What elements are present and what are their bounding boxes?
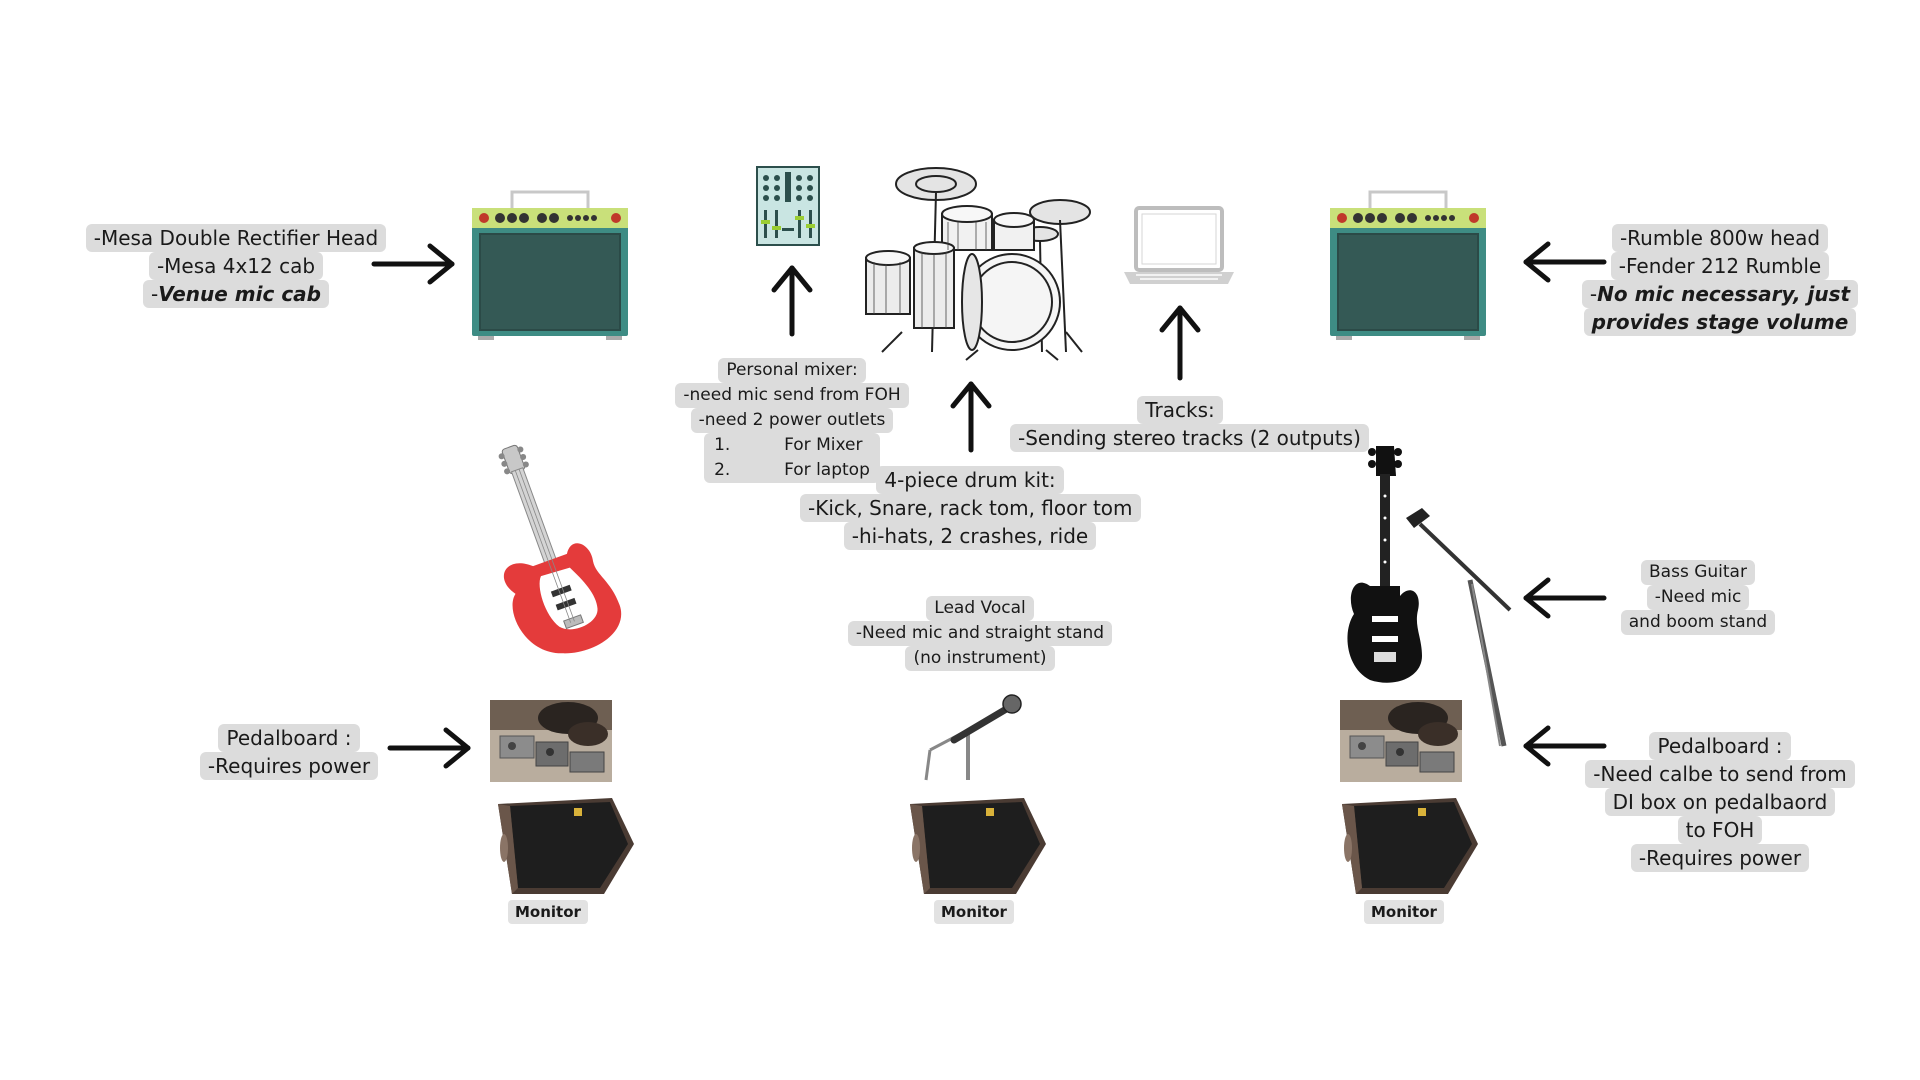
personal-mixer-line-2: -need 2 power outlets — [690, 408, 894, 433]
pedalboard-left-line-1: -Requires power — [199, 752, 379, 780]
bass-guitar-title: Bass Guitar — [1641, 560, 1755, 585]
bass-amp-note-1: No mic necessary, just — [1597, 282, 1851, 306]
tracks-label: Tracks: -Sending stereo tracks (2 output… — [1010, 396, 1369, 452]
tracks-title: Tracks: — [1137, 396, 1223, 424]
bass-guitar-icon — [1347, 446, 1422, 683]
pedalboard-right-line-3: to FOH — [1677, 816, 1763, 844]
list-item: 1. For Mixer — [714, 433, 870, 458]
bass-guitar-label: Bass Guitar -Need mic and boom stand — [1608, 560, 1788, 635]
list-item: 2. For laptop — [714, 458, 870, 483]
bass-amp-line-3: -No mic necessary, just — [1581, 280, 1859, 308]
guitar-amp-dash: - — [151, 282, 159, 306]
bass-guitar-line-1: -Need mic — [1646, 585, 1750, 610]
laptop-icon — [1124, 206, 1234, 284]
pedalboard-photo — [1340, 700, 1462, 782]
drum-kit-line-2: -hi-hats, 2 crashes, ride — [843, 522, 1097, 550]
lead-vocal-line-2: (no instrument) — [905, 646, 1055, 671]
bass-amp-dash: - — [1589, 282, 1598, 306]
list-item-number: 2. — [714, 460, 731, 480]
drum-kit-label: 4-piece drum kit: -Kick, Snare, rack tom… — [800, 466, 1141, 550]
pedalboard-photo — [490, 700, 612, 782]
bass-amp-line-1: -Rumble 800w head — [1611, 224, 1829, 252]
amp-icon — [1330, 190, 1486, 340]
list-item-text: For laptop — [784, 460, 870, 480]
monitor-label-right: Monitor — [1364, 900, 1444, 924]
personal-mixer-label: Personal mixer: -need mic send from FOH … — [672, 358, 912, 483]
pedalboard-left-label: Pedalboard : -Requires power — [196, 724, 382, 780]
personal-mixer-title: Personal mixer: — [718, 358, 866, 383]
bass-amp-line-4: provides stage volume — [1583, 308, 1857, 336]
list-item-text: For Mixer — [784, 435, 863, 455]
bass-guitar-line-2: and boom stand — [1620, 610, 1776, 635]
personal-mixer-line-1: -need mic send from FOH — [675, 383, 909, 408]
drum-kit-line-1: -Kick, Snare, rack tom, floor tom — [800, 494, 1141, 522]
electric-guitar-icon — [498, 444, 622, 654]
bass-amp-label: -Rumble 800w head -Fender 212 Rumble -No… — [1580, 224, 1860, 336]
guitar-amp-label: -Mesa Double Rectifier Head -Mesa 4x12 c… — [80, 224, 392, 308]
lead-vocal-label: Lead Vocal -Need mic and straight stand … — [830, 596, 1130, 671]
pedalboard-right-line-2: DI box on pedalbaord — [1604, 788, 1836, 816]
mic-boom-stand-icon — [1406, 508, 1512, 747]
drum-kit-title: 4-piece drum kit: — [876, 466, 1064, 494]
pedalboard-left-title: Pedalboard : — [218, 724, 360, 752]
personal-mixer-list: 1. For Mixer 2. For laptop — [704, 433, 880, 483]
monitor-wedge-icon — [1342, 798, 1478, 894]
amp-icon — [472, 190, 628, 340]
drum-kit-icon — [865, 167, 1091, 361]
lead-vocal-line-1: -Need mic and straight stand — [847, 621, 1113, 646]
guitar-amp-line-2: -Mesa 4x12 cab — [148, 252, 324, 280]
microphone-icon — [924, 694, 1022, 781]
tracks-line-1: -Sending stereo tracks (2 outputs) — [1010, 424, 1369, 452]
lead-vocal-title: Lead Vocal — [926, 596, 1034, 621]
pedalboard-right-title: Pedalboard : — [1649, 732, 1791, 760]
pedalboard-right-line-1: -Need calbe to send from — [1585, 760, 1855, 788]
guitar-amp-note: Venue mic cab — [158, 282, 321, 306]
guitar-amp-line-1: -Mesa Double Rectifier Head — [85, 224, 387, 252]
monitor-label-left: Monitor — [508, 900, 588, 924]
mixer-icon — [756, 166, 820, 246]
monitor-wedge-icon — [910, 798, 1046, 894]
monitor-wedge-icon — [498, 798, 634, 894]
bass-amp-line-2: -Fender 212 Rumble — [1610, 252, 1830, 280]
list-item-number: 1. — [714, 435, 731, 455]
pedalboard-right-line-4: -Requires power — [1630, 844, 1810, 872]
pedalboard-right-label: Pedalboard : -Need calbe to send from DI… — [1580, 732, 1860, 872]
guitar-amp-line-3: -Venue mic cab — [143, 280, 329, 308]
monitor-label-center: Monitor — [934, 900, 1014, 924]
